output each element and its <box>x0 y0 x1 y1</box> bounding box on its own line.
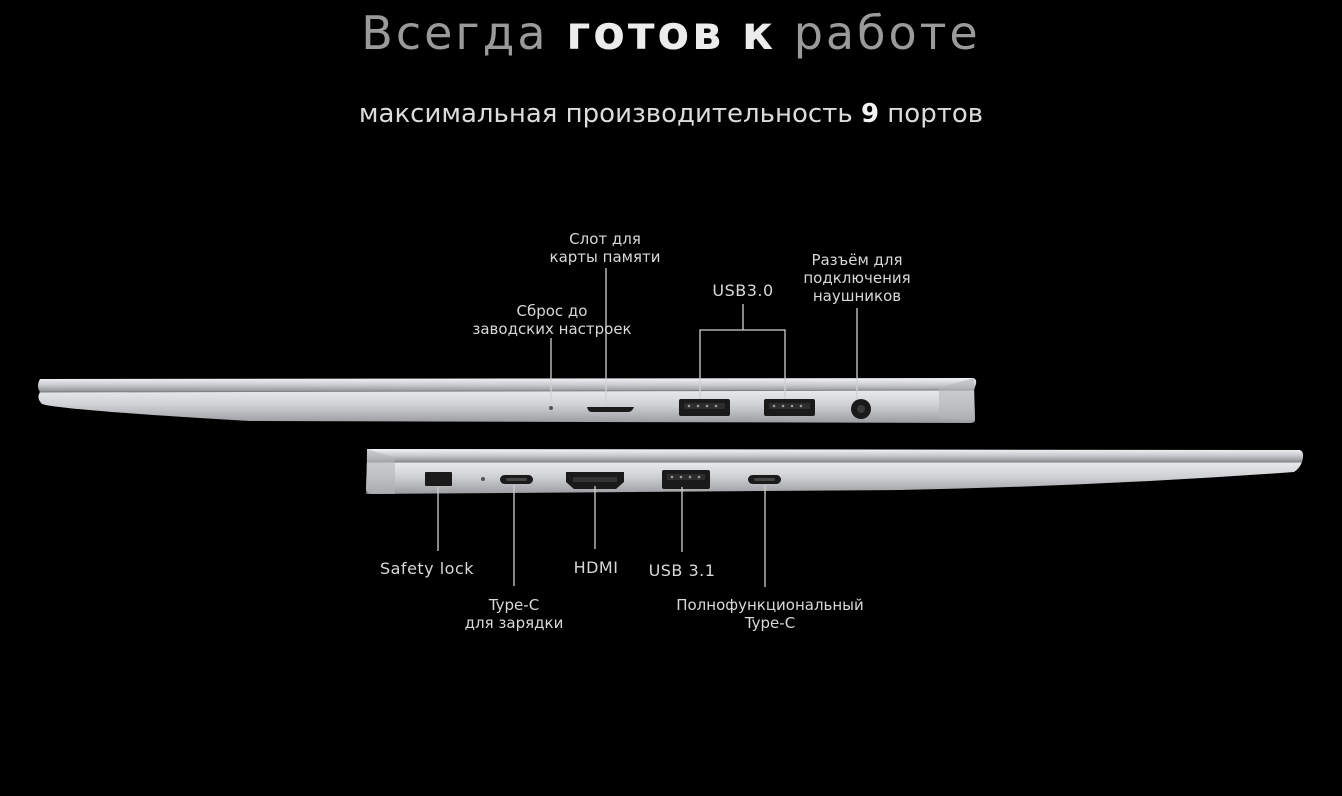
hdmi-text: HDMI <box>573 558 619 577</box>
label-safety-lock: Safety lock <box>380 560 474 578</box>
factory-reset-line2: заводских настроек <box>472 320 632 338</box>
factory-reset-line1: Сброс до <box>516 302 588 320</box>
typec-full-line2: Type-C <box>744 614 796 632</box>
label-usb31: USB 3.1 <box>649 562 716 580</box>
page-title: Всегда готов к работе <box>0 4 1342 62</box>
typec-charging-line1: Type-C <box>488 596 540 614</box>
safety-lock-text: Safety lock <box>379 559 475 578</box>
top-leader-lines <box>550 268 858 405</box>
subtitle-text: максимальная производительность <box>358 99 853 129</box>
headphone-line3: наушников <box>812 287 902 305</box>
label-usb30: USB3.0 <box>712 282 773 300</box>
label-hdmi: HDMI <box>574 559 619 577</box>
laptop-side-right <box>366 449 1304 494</box>
label-factory-reset: Сброс до заводских настроек <box>472 302 631 338</box>
usb31-text: USB 3.1 <box>648 561 716 580</box>
title-word-3: к <box>741 6 777 60</box>
label-typec-full: Полнофункциональный Type-C <box>676 596 864 632</box>
label-headphone-jack: Разъём для подключения наушников <box>803 251 910 305</box>
page-subtitle: максимальная производительность 9 портов <box>0 96 1342 132</box>
bottom-leader-lines <box>437 485 766 587</box>
label-card-slot: Слот для карты памяти <box>550 230 661 266</box>
usb30-text: USB3.0 <box>712 281 774 300</box>
typec-charging-line2: для зарядки <box>464 614 564 632</box>
headphone-line1: Разъём для <box>811 251 903 269</box>
headphone-line2: подключения <box>803 269 911 287</box>
card-slot-line1: Слот для <box>569 230 641 248</box>
card-slot-line2: карты памяти <box>549 248 661 266</box>
subtitle-suffix: портов <box>887 99 984 129</box>
laptop-side-left <box>38 378 977 423</box>
title-word-4: работе <box>793 6 981 60</box>
title-word-1: Всегда <box>361 6 549 60</box>
subtitle-port-count: 9 <box>860 99 880 129</box>
label-typec-charging: Type-C для зарядки <box>465 596 564 632</box>
title-word-2: готов <box>566 6 725 60</box>
typec-full-line1: Полнофункциональный <box>676 596 864 614</box>
